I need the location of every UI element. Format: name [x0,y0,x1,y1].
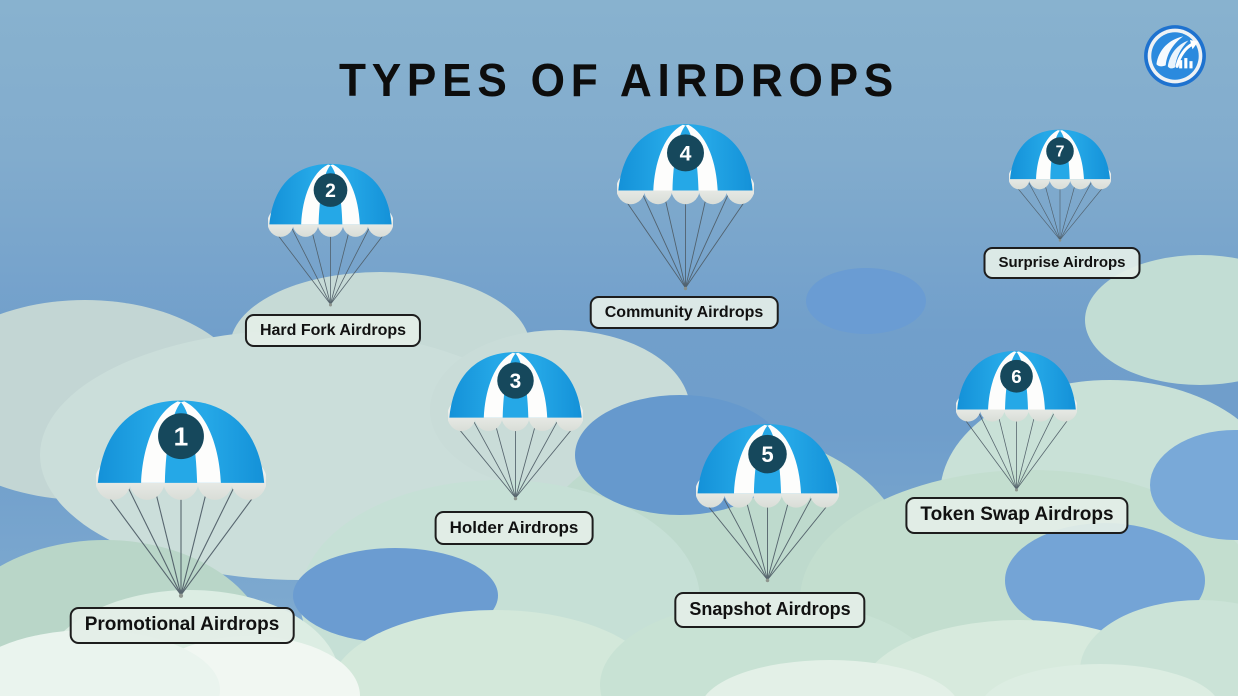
parachute-strings [618,191,752,291]
parachute-strings [1010,179,1110,242]
airdrop-label: Token Swap Airdrops [905,497,1129,534]
airdrop-number: 4 [679,142,691,165]
parachute-canopy: 1 [95,400,267,500]
parachute-canopy: 4 [615,124,755,205]
airdrop-label-text: Snapshot Airdrops [689,599,851,619]
airdrop-number: 5 [761,442,773,467]
parachute-canopy: 7 [1008,129,1112,190]
airdrop-number: 3 [509,370,521,393]
airdrop-label: Holder Airdrops [434,511,594,546]
number-badge [747,434,787,474]
parachute-canopy: 5 [694,424,840,508]
airdrop-label-text: Holder Airdrops [449,518,579,537]
airdrop-label: Snapshot Airdrops [674,592,866,628]
airdrop-number: 1 [174,422,189,452]
number-badge [158,413,204,460]
parachute-graphic: 3 [446,352,584,501]
parachute: 2 [266,162,394,313]
airdrop-label-text: Token Swap Airdrops [920,504,1114,525]
parachute: 5 [694,422,840,589]
parachute-graphic: 5 [694,424,840,583]
parachute: 4 [615,122,755,297]
airdrop-label: Surprise Airdrops [983,247,1141,279]
parachute-graphic: 4 [615,124,755,291]
number-badge [999,359,1033,393]
parachute-strings [957,410,1075,492]
parachute-strings [698,494,836,583]
parachute: 3 [446,350,584,507]
airdrop-label: Promotional Airdrops [69,607,295,644]
parachute-graphic: 6 [954,350,1078,492]
parachute-graphic: 1 [95,400,267,598]
parachute-strings [449,418,581,501]
number-badge [496,362,534,399]
parachute-canopy: 3 [446,352,584,432]
airdrop-label-text: Community Airdrops [604,304,764,321]
airdrop-number: 6 [1011,366,1021,387]
airdrop-label: Hard Fork Airdrops [244,314,422,348]
parachute-strings [269,225,391,307]
parachute-canopy: 6 [954,350,1078,422]
airdrop-label-text: Hard Fork Airdrops [259,322,407,339]
parachute-strings [99,484,263,598]
airdrop-number: 7 [1056,144,1065,161]
page-title: TYPES OF AIRDROPS [338,53,900,106]
number-badge [666,134,704,172]
parachute-graphic: 2 [266,163,394,307]
airdrop-label-text: Promotional Airdrops [84,614,280,635]
parachute: 7 [1008,128,1112,248]
parachute: 1 [95,398,267,605]
parachute: 6 [954,349,1078,498]
brand-logo-icon [1144,25,1206,87]
blue-cloud [806,268,926,334]
number-badge [1046,137,1074,165]
airdrop-label: Community Airdrops [589,296,779,330]
parachute-canopy: 2 [266,163,394,237]
airdrop-label-text: Surprise Airdrops [998,254,1126,271]
airdrop-number: 2 [325,180,336,202]
number-badge [313,173,347,207]
parachute-graphic: 7 [1008,129,1112,242]
